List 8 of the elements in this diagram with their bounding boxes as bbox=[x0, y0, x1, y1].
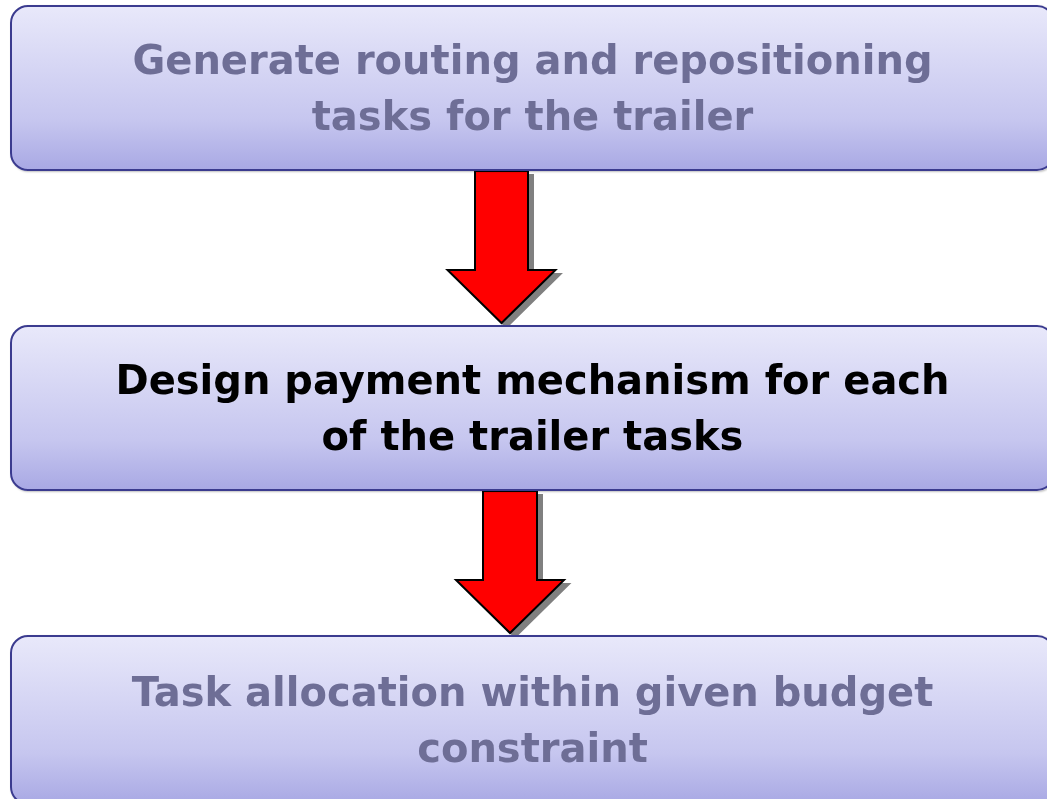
process-box bbox=[10, 635, 1047, 799]
block-arrow bbox=[453, 490, 567, 635]
step-text: Task allocation within given budget constraint bbox=[130, 668, 935, 773]
process-box bbox=[10, 5, 1047, 171]
step-text: Design payment mechanism for each of the trailer tasks bbox=[114, 356, 951, 461]
step-text: Generate routing and repositioning tasks for the trailer bbox=[131, 36, 934, 141]
block-arrow bbox=[445, 170, 558, 325]
process-box bbox=[10, 325, 1047, 491]
